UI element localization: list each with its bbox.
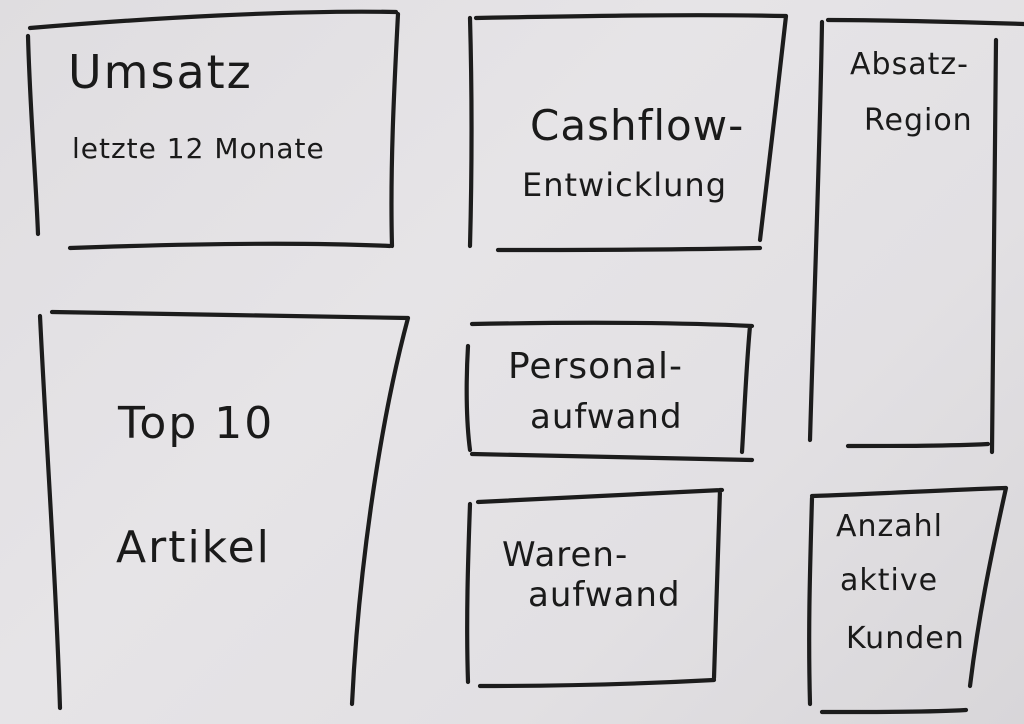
- tile-waren: Waren- aufwand: [465, 487, 725, 689]
- tile-cashflow-title: Cashflow-: [530, 101, 744, 150]
- tile-absatz-frame: [807, 17, 1024, 455]
- tile-umsatz-frame: [25, 9, 401, 251]
- tile-umsatz-title: Umsatz: [68, 45, 253, 99]
- tile-absatz-title: Absatz-: [850, 47, 969, 82]
- tile-top10-title: Top 10: [117, 398, 274, 449]
- tile-personal-title: Personal-: [508, 346, 683, 387]
- tile-kunden-line2: aktive: [840, 563, 938, 598]
- tile-personal: Personal- aufwand: [464, 320, 755, 463]
- tile-personal-frame: [464, 320, 755, 463]
- tile-umsatz-subtitle: letzte 12 Monate: [72, 132, 325, 165]
- tile-waren-subtitle: aufwand: [528, 575, 681, 615]
- tile-absatz: Absatz- Region: [807, 17, 1024, 455]
- tile-waren-frame: [465, 487, 725, 689]
- tile-umsatz: Umsatz letzte 12 Monate: [25, 9, 401, 251]
- tile-top10-frame: [37, 309, 411, 711]
- tile-kunden-frame: [807, 485, 1009, 715]
- tile-cashflow: Cashflow- Entwicklung: [467, 13, 789, 253]
- tile-top10-subtitle: Artikel: [116, 522, 271, 573]
- tile-kunden: Anzahl aktive Kunden: [807, 485, 1009, 715]
- tile-cashflow-frame: [467, 13, 789, 253]
- tile-top10: Top 10 Artikel: [37, 309, 411, 711]
- tile-cashflow-subtitle: Entwicklung: [522, 166, 727, 204]
- tile-personal-subtitle: aufwand: [530, 397, 683, 437]
- tile-waren-title: Waren-: [502, 535, 628, 575]
- tile-kunden-line1: Anzahl: [836, 509, 943, 544]
- tile-kunden-line3: Kunden: [846, 621, 965, 656]
- tile-absatz-subtitle: Region: [864, 103, 973, 138]
